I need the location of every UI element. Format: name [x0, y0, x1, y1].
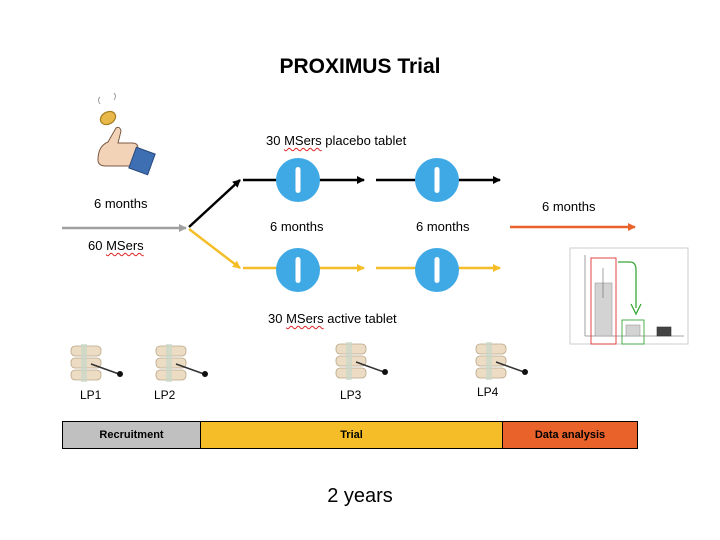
lumbar-puncture-icon	[70, 343, 124, 383]
lumbar-puncture-icon	[155, 343, 209, 383]
lp-label: LP4	[477, 385, 499, 399]
total-duration: 2 years	[327, 485, 393, 507]
trial-period-label: 6 months	[416, 219, 470, 234]
page-title: PROXIMUS Trial	[279, 55, 441, 78]
bar-chart-thumbnail	[569, 247, 689, 345]
placebo-unit: MSers	[284, 133, 322, 148]
cohort-label: 60 MSers	[88, 238, 144, 253]
timeline-data-analysis: Data analysis	[503, 422, 637, 448]
active-count: 30	[268, 311, 283, 326]
timeline-recruitment: Recruitment	[63, 422, 201, 448]
tablet-icon	[276, 248, 320, 292]
timeline-trial: Trial	[201, 422, 503, 448]
active-tablet-text: active tablet	[327, 311, 397, 326]
recruitment-duration-label: 6 months	[94, 196, 148, 211]
active-branch-arrow	[188, 228, 241, 269]
lp-label: LP3	[340, 388, 362, 402]
cohort-count: 60	[88, 238, 103, 253]
active-arm-label: 30 MSers active tablet	[268, 311, 397, 326]
analysis-period-label: 6 months	[542, 199, 596, 214]
placebo-arm-label: 30 MSers placebo tablet	[266, 133, 406, 148]
trial-period-label: 6 months	[270, 219, 324, 234]
lumbar-puncture-icon	[475, 341, 529, 381]
lumbar-puncture-icon	[335, 341, 389, 381]
placebo-count: 30	[266, 133, 281, 148]
tablet-icon	[276, 158, 320, 202]
tablet-icon	[415, 158, 459, 202]
placebo-branch-arrow	[188, 179, 241, 228]
timeline-bar: Recruitment Trial Data analysis	[62, 421, 638, 449]
placebo-tablet-text: placebo tablet	[325, 133, 407, 148]
coin-toss-hand-icon	[97, 92, 156, 176]
lp-label: LP2	[154, 388, 176, 402]
cohort-unit: MSers	[106, 238, 144, 253]
active-unit: MSers	[286, 311, 324, 326]
lp-label: LP1	[80, 388, 102, 402]
tablet-icon	[415, 248, 459, 292]
